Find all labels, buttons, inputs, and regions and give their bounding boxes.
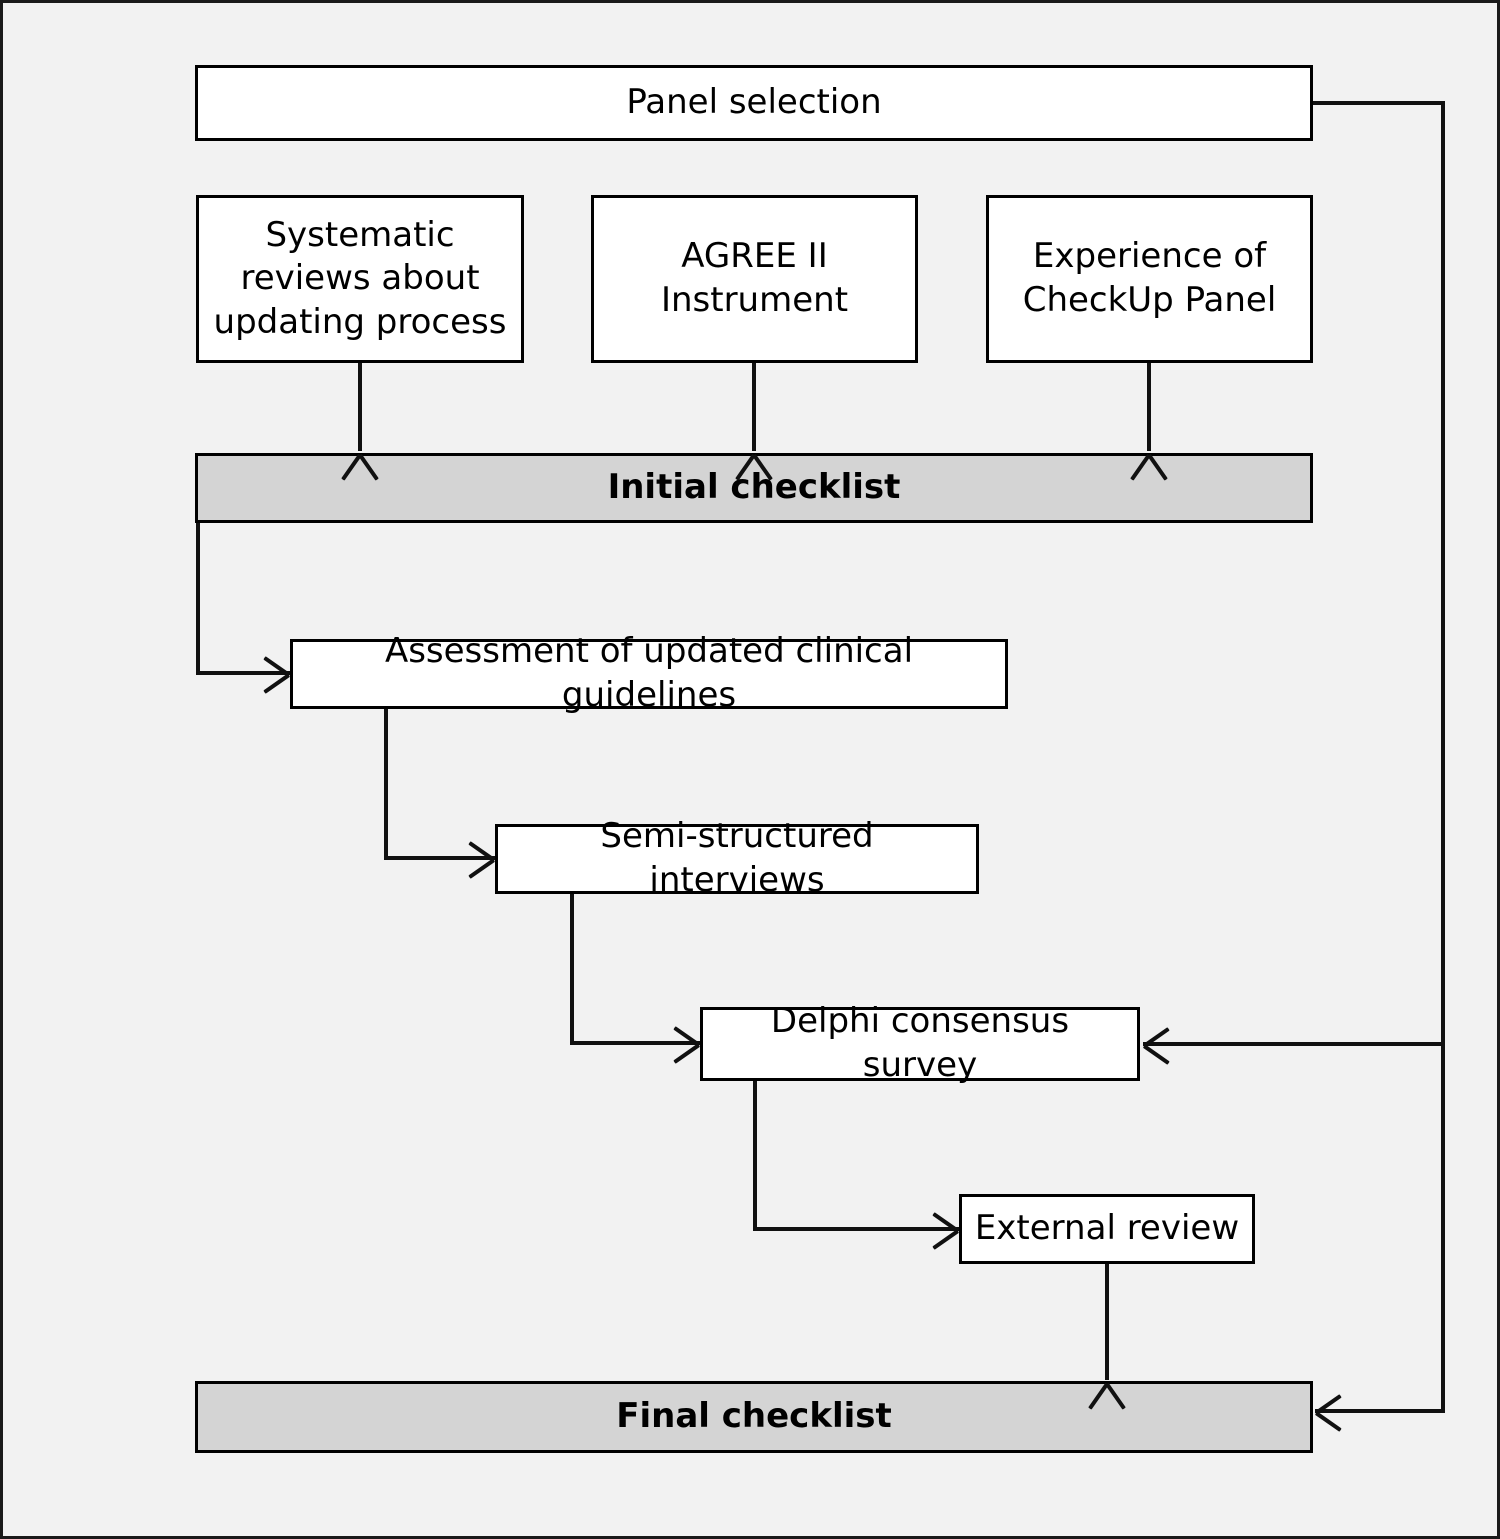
node-agree-ii-label: AGREE II Instrument	[660, 236, 849, 320]
edge-external-to-final	[1105, 1262, 1109, 1380]
edge-interviews-to-delphi-horiz	[570, 1041, 700, 1045]
edge-initial-to-assessment-horiz	[196, 671, 290, 675]
node-external-review-label: External review	[974, 1208, 1240, 1249]
edge-rail-to-delphi	[1143, 1042, 1445, 1046]
node-panel-selection-label: Panel selection	[626, 82, 882, 123]
edge-panel-to-rail	[1311, 101, 1445, 105]
edge-rail-panel-down	[1441, 101, 1445, 1045]
node-final-checklist: Final checklist	[195, 1381, 1313, 1453]
edge-systematic-to-initial	[358, 363, 362, 451]
edge-assessment-to-interviews-horiz	[384, 856, 495, 860]
edge-rail-to-final-horiz	[1315, 1409, 1445, 1413]
edge-agree-to-initial	[752, 363, 756, 451]
node-agree-ii: AGREE II Instrument	[591, 195, 918, 363]
node-panel-selection: Panel selection	[195, 65, 1313, 141]
node-delphi: Delphi consensus survey	[700, 1001, 1140, 1085]
edge-interviews-to-delphi-vert	[570, 892, 574, 1044]
edge-assessment-to-interviews-vert	[384, 707, 388, 859]
node-systematic-reviews-label: Systematic reviews about updating proces…	[213, 214, 507, 342]
edge-delphi-to-external-vert	[753, 1079, 757, 1231]
node-delphi-label: Delphi consensus survey	[770, 1001, 1070, 1085]
node-external-review: External review	[959, 1194, 1255, 1264]
edge-initial-to-assessment-vert	[196, 521, 200, 675]
node-final-checklist-label: Final checklist	[616, 1396, 892, 1437]
edge-delphi-to-external-horiz	[753, 1227, 959, 1231]
node-systematic-reviews: Systematic reviews about updating proces…	[196, 195, 524, 363]
node-initial-checklist-label: Initial checklist	[607, 467, 901, 508]
edge-rail-to-final-vert	[1441, 1042, 1445, 1413]
node-checkup-experience: Experience of CheckUp Panel	[986, 195, 1313, 363]
edge-checkup-to-initial	[1147, 363, 1151, 451]
node-checkup-experience-label: Experience of CheckUp Panel	[1022, 236, 1277, 320]
node-assessment: Assessment of updated clinical guideline…	[290, 631, 1008, 715]
node-assessment-label: Assessment of updated clinical guideline…	[384, 631, 914, 715]
node-interviews: Semi-structured interviews	[495, 816, 979, 900]
node-interviews-label: Semi-structured interviews	[600, 816, 874, 900]
